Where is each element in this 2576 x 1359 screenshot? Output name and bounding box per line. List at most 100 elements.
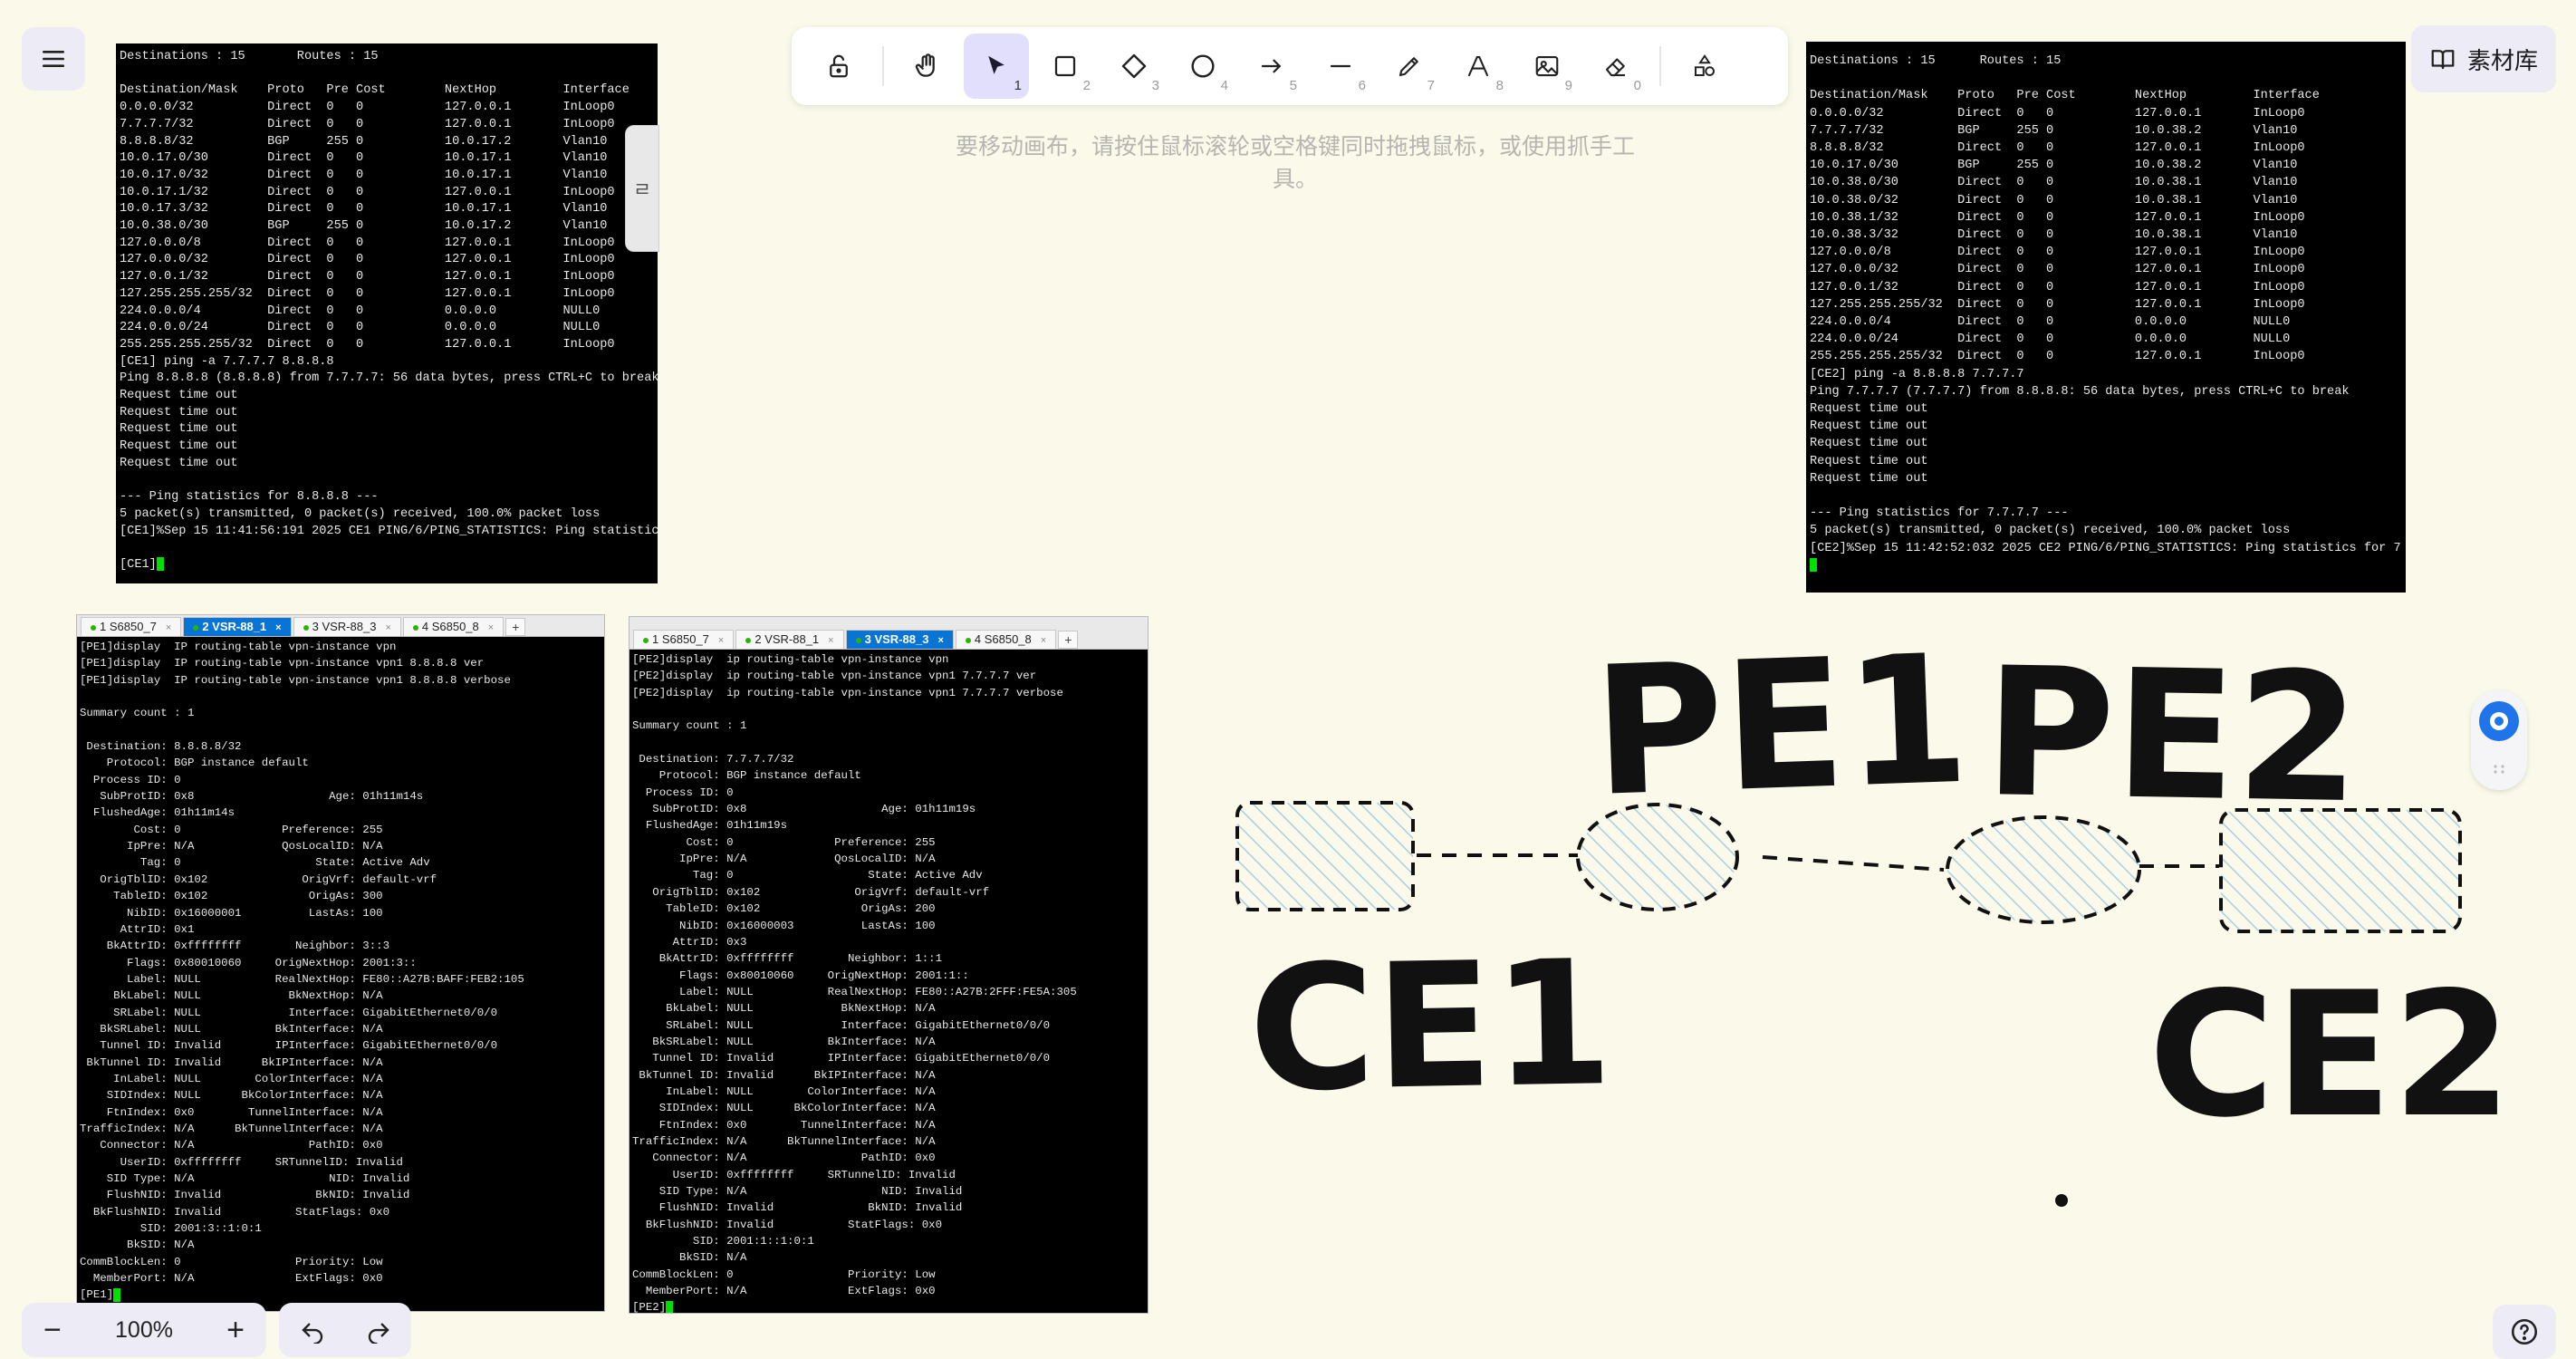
add-tab-button[interactable]: + [1058, 631, 1079, 649]
terminal-line: UserID: 0xffffffff SRTunnelID: Invalid [632, 1168, 956, 1181]
ce2-terminal-screenshot[interactable]: Destinations : 15 Routes : 15 Destinatio… [1806, 42, 2406, 593]
tool-diamond[interactable]: 3 [1101, 34, 1167, 99]
terminal-line: --- Ping statistics for 8.8.8.8 --- [120, 490, 379, 505]
terminal-line: BkAttrID: 0xffffffff Neighbor: 1::1 [632, 952, 943, 966]
terminal-line: Flags: 0x80010060 OrigNextHop: 2001:1:: [632, 969, 969, 982]
terminal-line: 10.0.17.0/30 BGP 255 0 10.0.38.2 Vlan10 [1810, 159, 2298, 173]
session-tab[interactable]: 3 VSR-88_3× [845, 630, 954, 649]
tab-label: 3 VSR-88_3 [312, 620, 377, 633]
session-tab[interactable]: 4 S6850_8 × [402, 617, 505, 636]
terminal-line: SRLabel: NULL Interface: GigabitEthernet… [80, 1006, 498, 1019]
ce1-terminal-screenshot[interactable]: Destinations : 15 Routes : 15 Destinatio… [116, 43, 658, 583]
zoom-out-button[interactable]: − [43, 1313, 62, 1347]
pe2-terminal-window[interactable]: 1 S6850_7×2 VSR-88_1×3 VSR-88_3×4 S6850_… [629, 616, 1149, 1314]
session-tab[interactable]: 2 VSR-88_1× [735, 630, 844, 649]
library-button[interactable]: 素材库 [2411, 25, 2556, 92]
tool-lock[interactable] [806, 34, 871, 99]
terminal-line: [PE1]display IP routing-table vpn-instan… [80, 641, 397, 653]
terminal-line: [CE1] [120, 557, 654, 574]
add-tab-button[interactable]: + [505, 618, 526, 636]
undo-icon[interactable] [299, 1316, 326, 1344]
label-pe1[interactable]: PE1 [1591, 617, 1973, 836]
terminal-line: CommBlockLen: 0 Priority: Low [632, 1267, 936, 1281]
terminal-line: BkFlushNID: Invalid StatFlags: 0x0 [80, 1205, 390, 1219]
terminal-line: BkSID: N/A [80, 1239, 195, 1252]
pe1-device-ellipse[interactable] [1576, 803, 1739, 911]
tool-eraser[interactable]: 0 [1583, 34, 1648, 99]
tool-shortcut: 9 [1564, 78, 1572, 93]
pe2-terminal-text[interactable]: [PE2]display ip routing-table vpn-instan… [630, 650, 1148, 1313]
label-ce1[interactable]: CE1 [1247, 923, 1614, 1130]
session-tab[interactable]: 1 S6850_7× [81, 617, 182, 636]
floating-assistant[interactable] [2471, 690, 2527, 790]
close-icon[interactable]: × [275, 622, 282, 633]
terminal-cursor [666, 1300, 674, 1313]
close-icon[interactable]: × [165, 622, 172, 633]
terminal-line: SID: 2001:3::1:0:1 [80, 1222, 262, 1236]
pe1-terminal-window[interactable]: 1 S6850_7×2 VSR-88_1×3 VSR-88_3×4 S6850_… [76, 614, 605, 1312]
pe1-terminal-text[interactable]: [PE1]display IP routing-table vpn-instan… [77, 637, 604, 1311]
close-icon[interactable]: × [937, 635, 944, 646]
tool-circle[interactable]: 4 [1170, 34, 1235, 99]
tool-pencil[interactable]: 7 [1377, 34, 1442, 99]
terminal-line: FlushedAge: 01h11m14s [80, 806, 235, 820]
terminal-line: Cost: 0 Preference: 255 [632, 835, 936, 849]
close-icon[interactable]: × [385, 622, 391, 633]
link-pe1-pe2[interactable] [1762, 855, 1945, 872]
terminal-line: BkSRLabel: NULL BkInterface: N/A [632, 1035, 936, 1048]
tool-shortcut: 1 [1014, 78, 1022, 93]
menu-button[interactable] [22, 27, 85, 91]
session-tab[interactable]: 1 S6850_7× [633, 630, 735, 649]
tab-label: 4 S6850_8 [421, 620, 479, 633]
panel-drag-handle[interactable]: ㄹ [625, 125, 659, 252]
tool-arrow[interactable]: 5 [1239, 34, 1304, 99]
terminal-line: Destinations : 15 Routes : 15 [1810, 54, 2062, 68]
tool-hand[interactable] [895, 34, 960, 99]
terminal-line: [PE2]display ip routing-table vpn-instan… [632, 653, 949, 666]
terminal-line: OrigTblID: 0x102 OrigVrf: default-vrf [80, 872, 437, 886]
text-icon [1467, 55, 1489, 77]
terminal-line: [PE1]display IP routing-table vpn-instan… [80, 657, 485, 670]
session-tab[interactable]: 2 VSR-88_1× [183, 617, 292, 636]
label-ce2[interactable]: CE2 [2148, 955, 2512, 1155]
terminal-line: SIDIndex: NULL BkColorInterface: N/A [632, 1102, 936, 1115]
close-icon[interactable]: × [828, 635, 834, 646]
terminal-line: 5 packet(s) transmitted, 0 packet(s) rec… [120, 506, 601, 521]
terminal-line: Destination: 7.7.7.7/32 [632, 753, 794, 766]
help-button[interactable] [2493, 1305, 2556, 1359]
terminal-line: TrafficIndex: N/A BkTunnelInterface: N/A [632, 1134, 936, 1148]
terminal-line: 10.0.38.1/32 Direct 0 0 127.0.0.1 InLoop… [1810, 210, 2305, 225]
label-pe2[interactable]: PE2 [1983, 630, 2361, 843]
tool-select[interactable]: 1 [964, 34, 1029, 99]
ce2-device-box[interactable] [2219, 808, 2462, 933]
terminal-line: IpPre: N/A QosLocalID: N/A [632, 853, 936, 866]
pe2-device-ellipse[interactable] [1946, 815, 2141, 924]
terminal-line: BkTunnel ID: Invalid BkIPInterface: N/A [632, 1068, 936, 1082]
tool-text[interactable]: 8 [1446, 34, 1511, 99]
terminal-line: Request time out [120, 422, 238, 437]
tool-rectangle[interactable]: 2 [1033, 34, 1098, 99]
tool-line[interactable]: 6 [1308, 34, 1373, 99]
help-icon [2511, 1318, 2538, 1345]
close-icon[interactable]: × [487, 622, 495, 633]
zoom-in-button[interactable]: + [226, 1313, 245, 1347]
shapes-icon [1695, 53, 1715, 76]
terminal-line: 10.0.17.0/32 Direct 0 0 10.0.17.1 Vlan10 [120, 168, 608, 182]
close-icon[interactable]: × [1040, 635, 1047, 646]
session-tab[interactable]: 4 S6850_8× [955, 630, 1057, 649]
terminal-line: [CE1] ping -a 7.7.7.7 8.8.8.8 [120, 354, 334, 369]
terminal-line: Request time out [1810, 437, 1928, 451]
terminal-line: Process ID: 0 [632, 786, 734, 799]
zoom-level[interactable]: 100% [115, 1316, 173, 1343]
redo-icon[interactable] [365, 1316, 392, 1344]
close-icon[interactable]: × [717, 635, 725, 646]
ce1-device-box[interactable] [1235, 801, 1415, 911]
tool-image[interactable]: 9 [1514, 34, 1580, 99]
terminal-line: IpPre: N/A QosLocalID: N/A [80, 840, 383, 853]
session-tab[interactable]: 3 VSR-88_3 × [293, 617, 401, 636]
terminal-line: 255.255.255.255/32 Direct 0 0 127.0.0.1 … [1810, 350, 2305, 364]
tool-more-shapes[interactable] [1672, 34, 1737, 99]
terminal-line: BkSRLabel: NULL BkInterface: N/A [80, 1022, 383, 1036]
status-dot-icon [643, 637, 649, 643]
